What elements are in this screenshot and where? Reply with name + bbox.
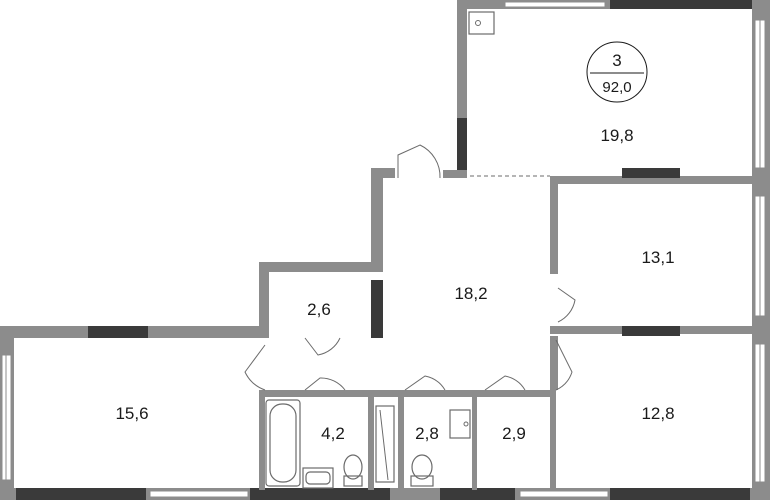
room-area-utility: 2,9 xyxy=(502,424,526,443)
room-area-bathroom: 4,2 xyxy=(321,424,345,443)
room-area-bedroom-top-right: 19,8 xyxy=(600,126,633,145)
room-area-bedroom-bottom-right: 12,8 xyxy=(641,404,674,423)
bathtub-icon xyxy=(265,399,301,487)
doors xyxy=(244,144,576,391)
room-area-living-left: 15,6 xyxy=(115,404,148,423)
room-area-bedroom-middle-right: 13,1 xyxy=(641,248,674,267)
room-areas: 19,8 13,1 12,8 18,2 2,6 15,6 4,2 2,8 2,9 xyxy=(115,126,674,443)
shower-icon xyxy=(375,405,395,483)
room-area-hall: 18,2 xyxy=(454,284,487,303)
room-area-toilet: 2,8 xyxy=(415,424,439,443)
kitchen-sink-icon xyxy=(468,11,495,35)
toilet-icon xyxy=(343,454,363,487)
bathroom-sink-icon xyxy=(302,467,334,489)
wc-sink-icon xyxy=(449,409,471,439)
fixtures xyxy=(265,11,495,489)
rooms-count: 3 xyxy=(612,51,621,70)
toilet-icon xyxy=(410,454,434,487)
room-area-storage: 2,6 xyxy=(307,300,331,319)
apartment-badge: 3 92,0 xyxy=(586,41,648,103)
total-area: 92,0 xyxy=(602,79,631,96)
